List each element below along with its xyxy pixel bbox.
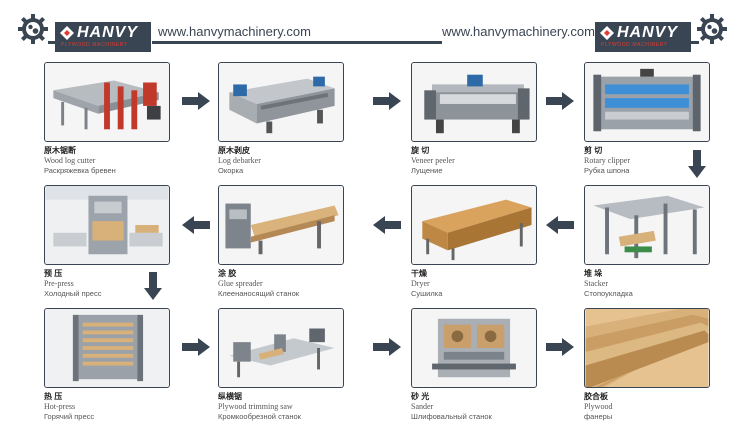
step-caption: 旋 切 Veneer peeler Лущение	[411, 146, 571, 176]
arrow-left-icon	[373, 216, 401, 234]
caption-ru: фанеры	[584, 412, 613, 421]
arrow-right-icon	[546, 338, 574, 356]
caption-ru: Кромкообрезной станок	[218, 412, 301, 421]
caption-ru: Шлифовальный станок	[411, 412, 492, 421]
website-link[interactable]: www.hanvymachinery.com	[442, 24, 595, 39]
step-caption: 热 压 Hot-press Горячий пресс	[44, 392, 204, 422]
page-header: HANVY PLYWOOD MACHINERY www.hanvymachine…	[0, 0, 743, 56]
arrow-left-icon	[546, 216, 574, 234]
machine-photo	[411, 62, 537, 142]
caption-zh: 原木锯断	[44, 146, 76, 155]
caption-zh: 热 压	[44, 392, 63, 401]
caption-en: Plywood trimming saw	[218, 402, 293, 411]
header-rule	[691, 41, 699, 44]
arrow-down-icon	[144, 272, 162, 300]
step-caption: 砂 光 Sander Шлифовальный станок	[411, 392, 571, 422]
arrow-left-icon	[182, 216, 210, 234]
step-caption: 剪 切 Rotary clipper Рубка шпона	[584, 146, 743, 176]
brand-name: HANVY	[617, 24, 679, 41]
brand-logo: HANVY PLYWOOD MACHINERY	[55, 22, 151, 52]
machine-photo	[218, 62, 344, 142]
machine-photo	[584, 185, 710, 265]
caption-en: Pre-press	[44, 279, 74, 288]
caption-zh: 原木剥皮	[218, 146, 250, 155]
caption-zh: 预 压	[44, 269, 63, 278]
step-caption: 预 压 Pre-press Холодный пресс	[44, 269, 204, 299]
brand-tagline: PLYWOOD MACHINERY	[61, 42, 128, 48]
caption-ru: Клеенаносящий станок	[218, 289, 300, 298]
caption-zh: 砂 光	[411, 392, 430, 401]
caption-en: Glue spreader	[218, 279, 263, 288]
machine-photo	[218, 185, 344, 265]
caption-en: Plywood	[584, 402, 613, 411]
machine-photo	[584, 62, 710, 142]
caption-ru: Окорка	[218, 166, 244, 175]
caption-en: Hot-press	[44, 402, 76, 411]
caption-zh: 胶合板	[584, 392, 608, 401]
arrow-down-icon	[688, 150, 706, 178]
caption-en: Dryer	[411, 279, 430, 288]
arrow-right-icon	[546, 92, 574, 110]
arrow-right-icon	[373, 92, 401, 110]
product-photo	[584, 308, 710, 388]
step-caption: 干燥 Dryer Сушилка	[411, 269, 571, 299]
machine-photo	[411, 185, 537, 265]
machine-photo	[411, 308, 537, 388]
caption-ru: Сушилка	[411, 289, 443, 298]
caption-zh: 干燥	[411, 269, 427, 278]
caption-zh: 涂 胶	[218, 269, 237, 278]
machine-photo	[44, 185, 170, 265]
step-caption: 堆 垛 Stacker Стопоукладка	[584, 269, 743, 299]
step-caption: 涂 胶 Glue spreader Клеенаносящий станок	[218, 269, 378, 299]
brand-tagline: PLYWOOD MACHINERY	[601, 42, 668, 48]
gear-icon	[18, 14, 48, 44]
caption-en: Rotary clipper	[584, 156, 630, 165]
header-rule	[48, 41, 56, 44]
brand-name: HANVY	[77, 24, 139, 41]
caption-ru: Горячий пресс	[44, 412, 95, 421]
step-caption: 原木剥皮 Log debarker Окорка	[218, 146, 378, 176]
caption-en: Veneer peeler	[411, 156, 455, 165]
machine-photo	[44, 308, 170, 388]
caption-ru: Раскряжевка бревен	[44, 166, 116, 175]
arrow-right-icon	[182, 92, 210, 110]
caption-en: Stacker	[584, 279, 608, 288]
caption-en: Sander	[411, 402, 434, 411]
logo-mark-icon	[60, 26, 74, 40]
caption-ru: Рубка шпона	[584, 166, 630, 175]
step-caption: 原木锯断 Wood log cutter Раскряжевка бревен	[44, 146, 204, 176]
caption-zh: 旋 切	[411, 146, 430, 155]
caption-zh: 纵横锯	[218, 392, 242, 401]
brand-logo: HANVY PLYWOOD MACHINERY	[595, 22, 691, 52]
gear-icon	[697, 14, 727, 44]
arrow-right-icon	[373, 338, 401, 356]
caption-en: Log debarker	[218, 156, 261, 165]
machine-photo	[218, 308, 344, 388]
caption-ru: Стопоукладка	[584, 289, 633, 298]
step-caption: 胶合板 Plywood фанеры	[584, 392, 743, 422]
header-rule	[152, 41, 442, 44]
logo-mark-icon	[600, 26, 614, 40]
caption-ru: Холодный пресс	[44, 289, 102, 298]
caption-zh: 剪 切	[584, 146, 603, 155]
caption-zh: 堆 垛	[584, 269, 603, 278]
step-caption: 纵横锯 Plywood trimming saw Кромкообрезной …	[218, 392, 378, 422]
machine-photo	[44, 62, 170, 142]
caption-en: Wood log cutter	[44, 156, 96, 165]
website-link[interactable]: www.hanvymachinery.com	[158, 24, 311, 39]
caption-ru: Лущение	[411, 166, 443, 175]
arrow-right-icon	[182, 338, 210, 356]
